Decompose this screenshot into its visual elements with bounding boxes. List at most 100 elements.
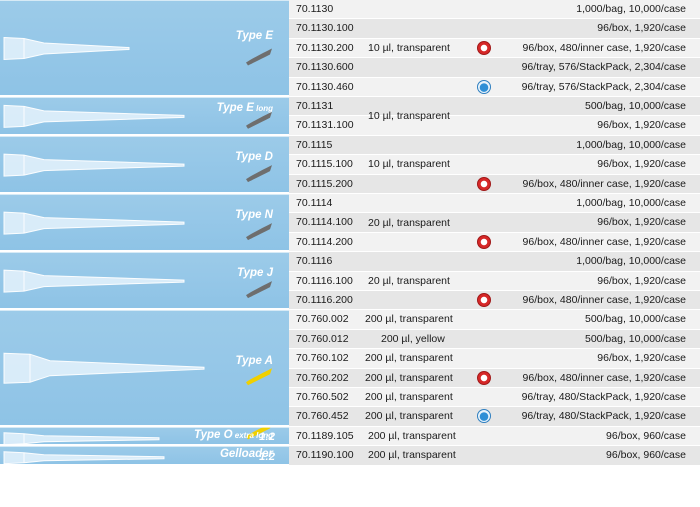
tip-illustration-panel: Type N — [0, 194, 289, 253]
blue-seal-icon — [477, 409, 491, 424]
table-row: 70.1116.100 96/box, 1,920/case — [289, 271, 700, 291]
catalog-number: 70.1114.100 — [296, 216, 353, 229]
tip-color-swatch — [246, 48, 272, 66]
type-label: Type D — [235, 151, 273, 163]
packaging-info: 96/box, 480/inner case, 1,920/case — [522, 293, 686, 306]
product-group: Type A 70.760.002 500/bag, 10,000/case 200 … — [0, 310, 700, 427]
volume-description: 10 µl, transparent — [368, 42, 450, 54]
type-label: Type E — [236, 30, 273, 42]
catalog-number: 70.1114 — [296, 197, 333, 209]
packaging-info: 96/box, 1,920/case — [597, 22, 686, 35]
tip-color-swatch — [246, 164, 272, 182]
type-name: Gelloader — [219, 448, 273, 461]
volume-description: 10 µl, transparent — [368, 158, 450, 171]
volume-description: 200 µl, transparent — [365, 410, 453, 423]
type-suffix: long — [253, 104, 273, 114]
red-seal-icon — [477, 40, 491, 55]
tip-illustration-panel: Type D — [0, 135, 289, 194]
volume-description: 200 µl, transparent — [365, 352, 453, 365]
catalog-number: 70.760.502 — [296, 390, 349, 403]
packaging-info: 96/tray, 480/StackPack, 1,920/case — [521, 390, 686, 403]
type-name: Type A — [235, 354, 274, 367]
type-name: Type E — [235, 30, 273, 42]
table-row: 70.1116 1,000/bag, 10,000/case — [289, 252, 700, 272]
type-suffix: extra long — [232, 430, 273, 440]
pipette-tip-icon — [3, 426, 271, 446]
packaging-info: 1,000/bag, 10,000/case — [576, 138, 686, 151]
type-name: Type E — [216, 102, 254, 115]
pipette-tip-icon — [3, 353, 272, 386]
type-label: Type O extra long — [194, 429, 273, 441]
packaging-info: 500/bag, 10,000/case — [584, 313, 686, 326]
catalog-number: 70.1116.200 — [296, 293, 353, 306]
pipette-tip-icon — [3, 451, 165, 465]
pipette-tip-icon — [3, 269, 272, 299]
scale-ratio: 1:2 — [259, 431, 275, 444]
catalog-number: 70.1130 — [296, 3, 334, 15]
catalog-number: 70.760.002 — [296, 313, 349, 326]
tip-illustration-panel: Type E long — [0, 97, 289, 136]
tip-color-swatch — [246, 426, 271, 440]
table-row: 70.760.502 96/tray, 480/StackPack, 1,920/… — [289, 387, 700, 408]
packaging-info: 96/box, 1,920/case — [597, 352, 686, 365]
catalog-number: 70.1190.100 — [296, 449, 354, 462]
packaging-info: 96/box, 480/inner case, 1,920/case — [522, 41, 686, 54]
tip-illustration-panel: Type A — [0, 310, 289, 427]
type-label: Type E long — [217, 102, 273, 114]
catalog-number: 70.1114.200 — [296, 235, 353, 248]
tip-illustration-panel: Type J — [0, 252, 289, 311]
type-name: Type D — [235, 150, 273, 163]
catalog-number: 70.760.202 — [296, 371, 349, 384]
catalog-number: 70.1130.600 — [296, 61, 354, 74]
packaging-info: 96/box, 1,920/case — [597, 274, 686, 287]
volume-description: 20 µl, transparent — [368, 274, 450, 287]
packaging-info: 500/bag, 10,000/case — [584, 332, 686, 345]
volume-description: 200 µl, transparent — [368, 429, 456, 442]
red-seal-icon — [477, 234, 491, 249]
table-row: 70.760.002 500/bag, 10,000/case 200 µl, tr… — [289, 310, 700, 330]
catalog-number: 70.1115 — [296, 138, 333, 151]
catalog-number: 70.1116.100 — [296, 274, 353, 287]
packaging-info: 96/box, 1,920/case — [597, 216, 686, 229]
packaging-info: 96/box, 480/inner case, 1,920/case — [522, 177, 686, 190]
table-row: 70.1114 1,000/bag, 10,000/case — [289, 194, 700, 214]
scale-ratio: 1:2 — [259, 450, 275, 463]
red-seal-icon — [477, 292, 491, 307]
table-row: 70.1115.200 96/box, 480/inner case, 1,920… — [289, 174, 700, 194]
red-seal-icon — [477, 370, 491, 385]
volume-description: 200 µl, transparent — [368, 449, 456, 462]
blue-seal-icon — [477, 79, 491, 94]
volume-description: 200 µl, transparent — [365, 371, 453, 384]
catalog-number: 70.1189.105 — [296, 429, 354, 442]
catalog-number: 70.760.102 — [296, 352, 349, 365]
packaging-info: 96/tray, 480/StackPack, 1,920/case — [521, 410, 686, 423]
packaging-info: 1,000/bag, 10,000/case — [576, 197, 686, 209]
volume-description: 20 µl, transparent — [368, 216, 450, 229]
catalog-number: 70.1116 — [296, 255, 333, 268]
packaging-info: 96/box, 1,920/case — [597, 119, 686, 132]
packaging-info: 96/box, 480/inner case, 1,920/case — [522, 371, 686, 384]
pipette-tip-icon — [3, 211, 272, 241]
table-row: 70.760.202 96/box, 480/inner case, 1,920/… — [289, 368, 700, 388]
packaging-info: 1,000/bag, 10,000/case — [576, 255, 686, 268]
packaging-info: 96/box, 960/case — [606, 449, 686, 462]
type-label: Type J — [237, 267, 273, 279]
catalog-number: 70.1115.200 — [296, 177, 353, 190]
type-label: Gelloader — [220, 448, 273, 460]
volume-description: 200 µl, transparent — [365, 313, 453, 326]
type-label: Type N — [235, 209, 273, 221]
catalog-number: 70.1131 — [296, 100, 334, 112]
